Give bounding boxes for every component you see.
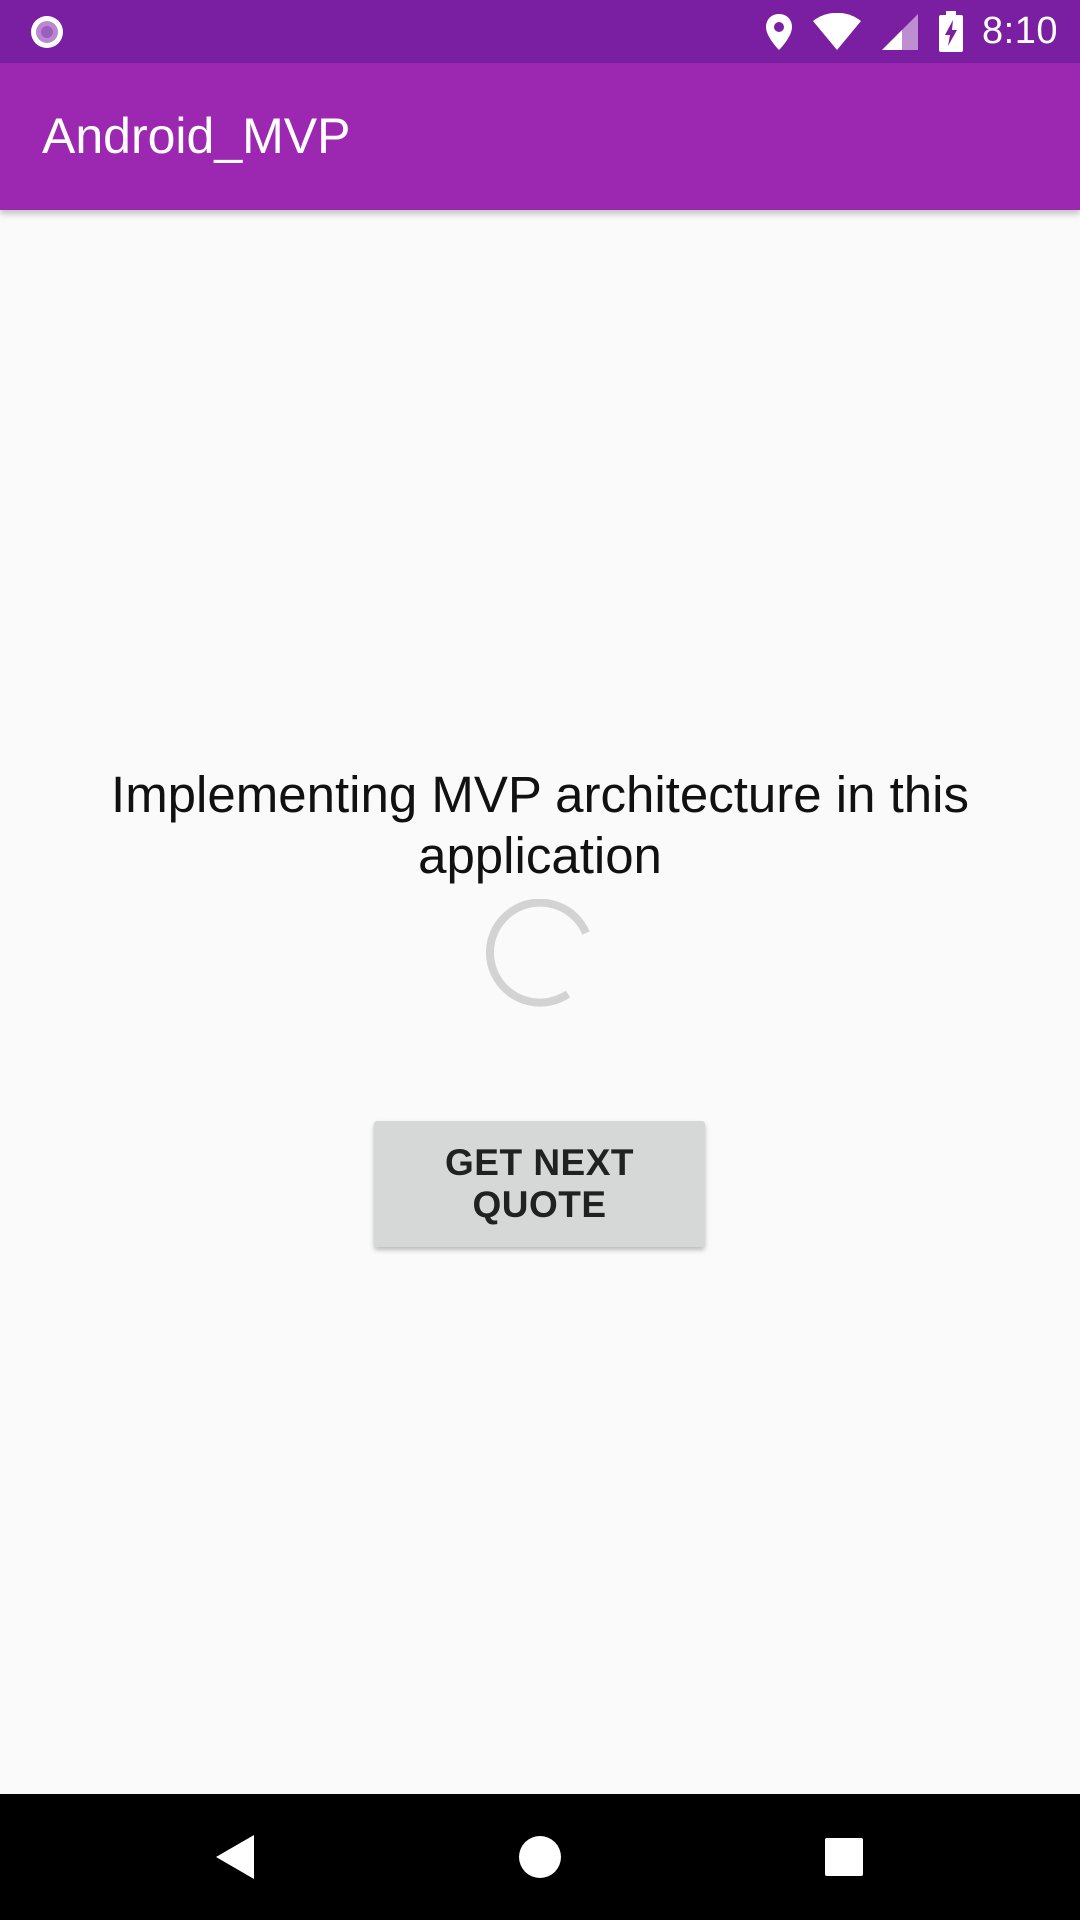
status-icons: 8:10 (764, 0, 1058, 63)
home-icon[interactable] (508, 1825, 572, 1889)
get-next-quote-button[interactable]: GET NEXT QUOTE (374, 1121, 705, 1247)
notification-dot-icon (31, 16, 63, 48)
navigation-bar (0, 1794, 1080, 1920)
recents-icon[interactable] (812, 1825, 876, 1889)
app-title: Android_MVP (42, 108, 351, 164)
battery-charging-icon (939, 10, 964, 52)
wifi-icon (813, 12, 862, 50)
main-content: Implementing MVP architecture in this ap… (0, 210, 1080, 1794)
app-bar: Android_MVP (0, 63, 1080, 210)
loading-spinner-icon (486, 899, 590, 1007)
quote-text: Implementing MVP architecture in this ap… (111, 766, 969, 884)
back-icon[interactable] (204, 1825, 268, 1889)
signal-icon (882, 13, 919, 50)
status-bar: 8:10 (0, 0, 1080, 63)
status-time: 8:10 (982, 10, 1058, 52)
location-icon (766, 13, 793, 50)
